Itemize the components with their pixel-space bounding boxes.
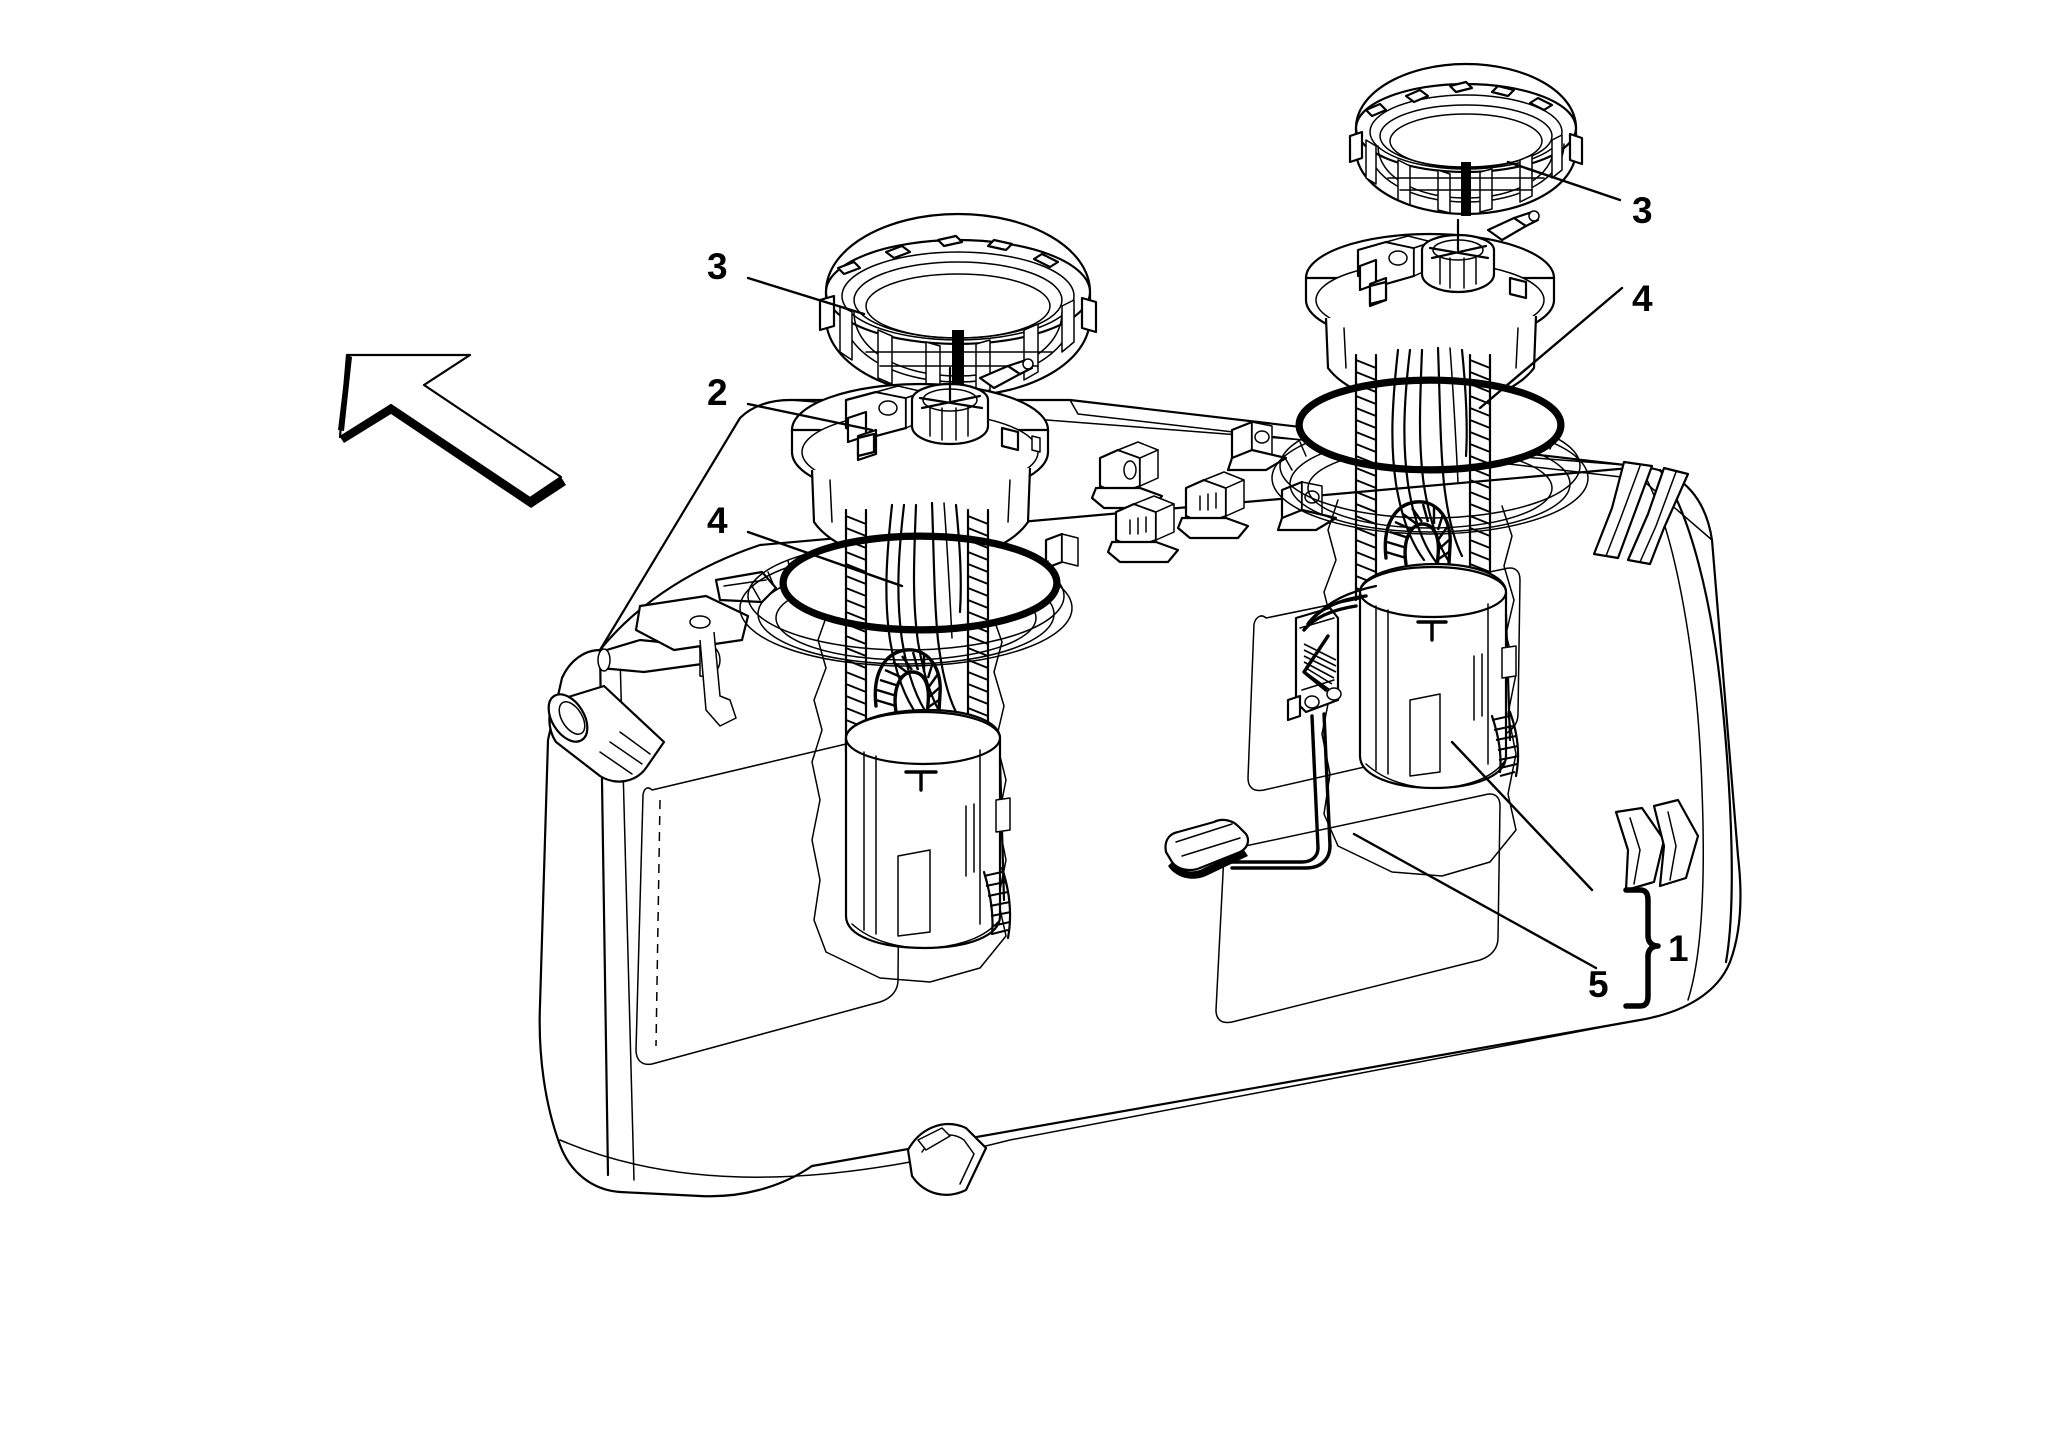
callout-label-4-right: 4 <box>1632 278 1653 319</box>
left-pump-wire-harness <box>885 501 962 720</box>
level-sender-housing <box>1286 606 1342 722</box>
right-pump-outlet-fitting <box>1420 210 1540 294</box>
right-pump-corrugated-hose <box>1383 500 1452 586</box>
right-pump-guide-spring-1 <box>1354 353 1378 602</box>
left-pump-return-rod <box>995 758 1011 902</box>
left-pump-outlet-fitting <box>910 358 1034 446</box>
right-pump-flange-plate <box>1304 210 1556 408</box>
callout-label-4-left: 4 <box>707 500 728 541</box>
right-o-ring-seal <box>1295 376 1565 474</box>
left-pump-guide-spring-1 <box>844 508 868 754</box>
callout-label-5-float: 5 <box>1588 964 1609 1005</box>
float-body <box>1164 818 1250 879</box>
right-pump-side-coil <box>1490 710 1520 778</box>
direction-arrow-icon <box>338 353 566 508</box>
left-pump-corrugated-hose <box>873 648 942 734</box>
callout-label-3-right: 3 <box>1632 190 1653 231</box>
callout-label-3-left: 3 <box>707 246 728 287</box>
tank-top-mounting-clips <box>1044 420 1338 570</box>
left-locking-ring <box>818 212 1098 398</box>
fuel-level-sender-float-arm <box>1164 584 1378 879</box>
left-pump-module-body <box>844 501 1012 950</box>
left-o-ring-seal <box>779 532 1061 634</box>
callout-label-1-group: 1 <box>1668 928 1689 969</box>
right-pump-reservoir-cylinder <box>1358 562 1508 790</box>
callout-leader-lines <box>746 160 1624 970</box>
right-locking-ring <box>1348 62 1584 216</box>
tank-strap-retainers <box>906 460 1700 1196</box>
left-pump-reservoir-cylinder <box>844 708 1002 950</box>
callout-label-2-left: 2 <box>707 372 728 413</box>
tank-filler-neck <box>547 684 666 783</box>
right-pump-module-body <box>1354 346 1520 790</box>
right-pump-return-rod <box>1501 612 1517 742</box>
assembly-group-brace <box>1623 887 1661 1009</box>
